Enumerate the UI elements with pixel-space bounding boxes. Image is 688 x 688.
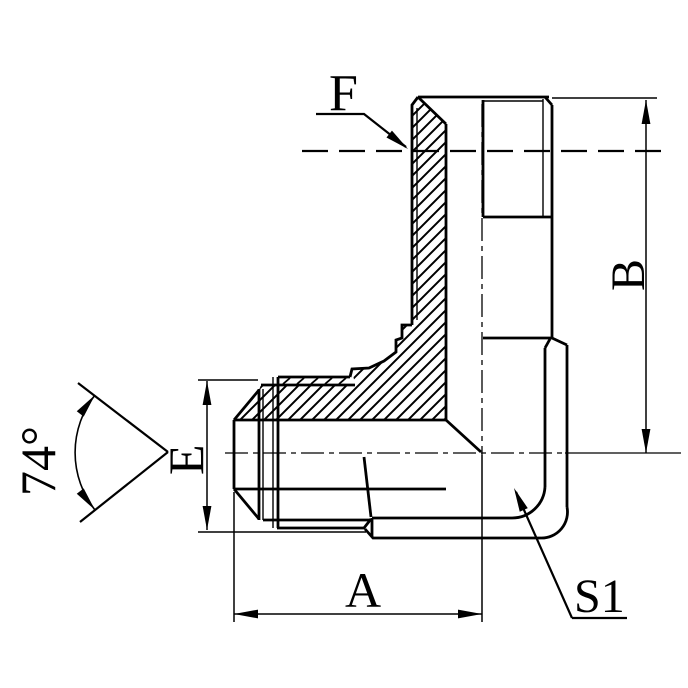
s1-leader — [514, 491, 627, 620]
thread-runout — [362, 456, 373, 518]
hex-chamfer-outer — [551, 336, 568, 347]
step-profile — [348, 323, 412, 378]
label-flare-e: E — [158, 444, 214, 475]
label-cone-angle: 74° — [10, 426, 66, 496]
arrowheads — [76, 100, 651, 619]
hex-outer-corner-arc — [540, 506, 569, 540]
cone-angle-line-lower — [79, 451, 169, 523]
flare-cone-upper — [232, 389, 261, 421]
wall-outer-left — [410, 96, 420, 325]
top-right-chamfer — [543, 96, 554, 106]
label-length-a: A — [345, 562, 381, 618]
dimension-labels: F B E A S1 74° — [10, 65, 655, 623]
flare-cone-lower — [232, 488, 261, 520]
thread-tick-marks — [282, 377, 347, 385]
bore-corner-cone — [445, 418, 482, 454]
section-hatch-region — [234, 98, 446, 420]
cone-angle-line-upper — [77, 382, 169, 453]
hex-chamfer-inner — [543, 338, 552, 349]
leader-lines — [316, 112, 627, 620]
hex-bottom-outer — [363, 528, 541, 540]
thread-crest-bottom — [277, 518, 373, 530]
mouth-chamfer-left — [418, 96, 447, 126]
dimension-lines — [74, 97, 657, 622]
hex-inner-corner-arc — [511, 486, 547, 520]
label-height-b: B — [602, 259, 655, 291]
label-hex-s1: S1 — [574, 570, 625, 623]
hex-bottom-inner — [370, 516, 512, 537]
label-thread-f: F — [329, 65, 358, 122]
secondary-edges — [262, 99, 544, 528]
fitting-outline — [232, 95, 569, 540]
